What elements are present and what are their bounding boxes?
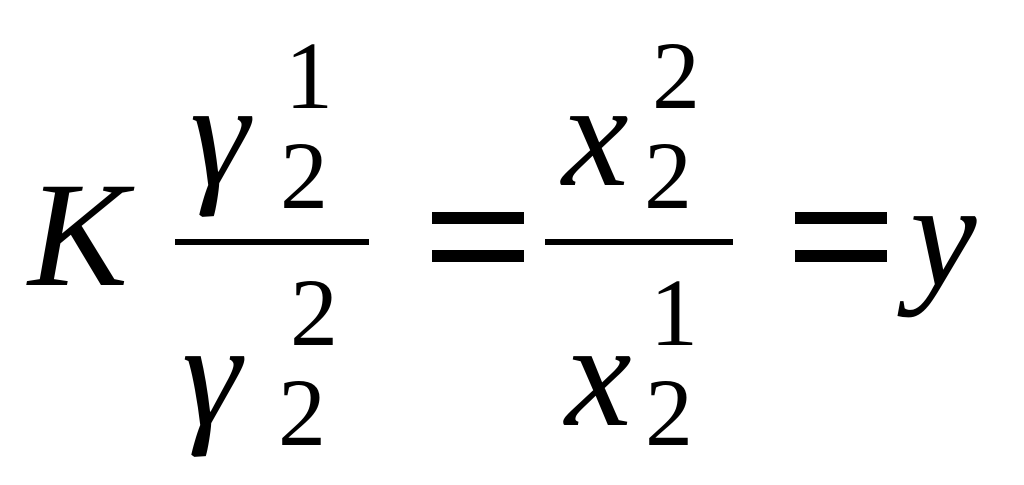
left-fraction-bar <box>175 239 369 245</box>
right-denominator-superscript: 1 <box>650 259 698 366</box>
right-denominator-subscript: 2 <box>645 359 693 466</box>
right-fraction-bar <box>545 239 733 245</box>
result-y: y <box>910 152 977 318</box>
equals-sign-2-top <box>795 212 887 224</box>
right-numerator-symbol: x <box>562 52 629 218</box>
left-denominator-symbol: γ <box>182 292 242 458</box>
left-numerator-superscript: 1 <box>285 22 333 129</box>
coefficient-k: K <box>28 152 129 318</box>
right-numerator-superscript: 2 <box>652 22 700 129</box>
equals-sign-1-top <box>432 212 524 224</box>
left-denominator-superscript: 2 <box>290 259 338 366</box>
left-numerator-symbol: γ <box>190 52 250 218</box>
left-denominator-subscript: 2 <box>278 359 326 466</box>
left-numerator-subscript: 2 <box>280 122 328 229</box>
equals-sign-2-bottom <box>795 250 887 262</box>
right-denominator-symbol: x <box>565 292 632 458</box>
right-numerator-subscript: 2 <box>644 122 692 229</box>
equals-sign-1-bottom <box>432 250 524 262</box>
